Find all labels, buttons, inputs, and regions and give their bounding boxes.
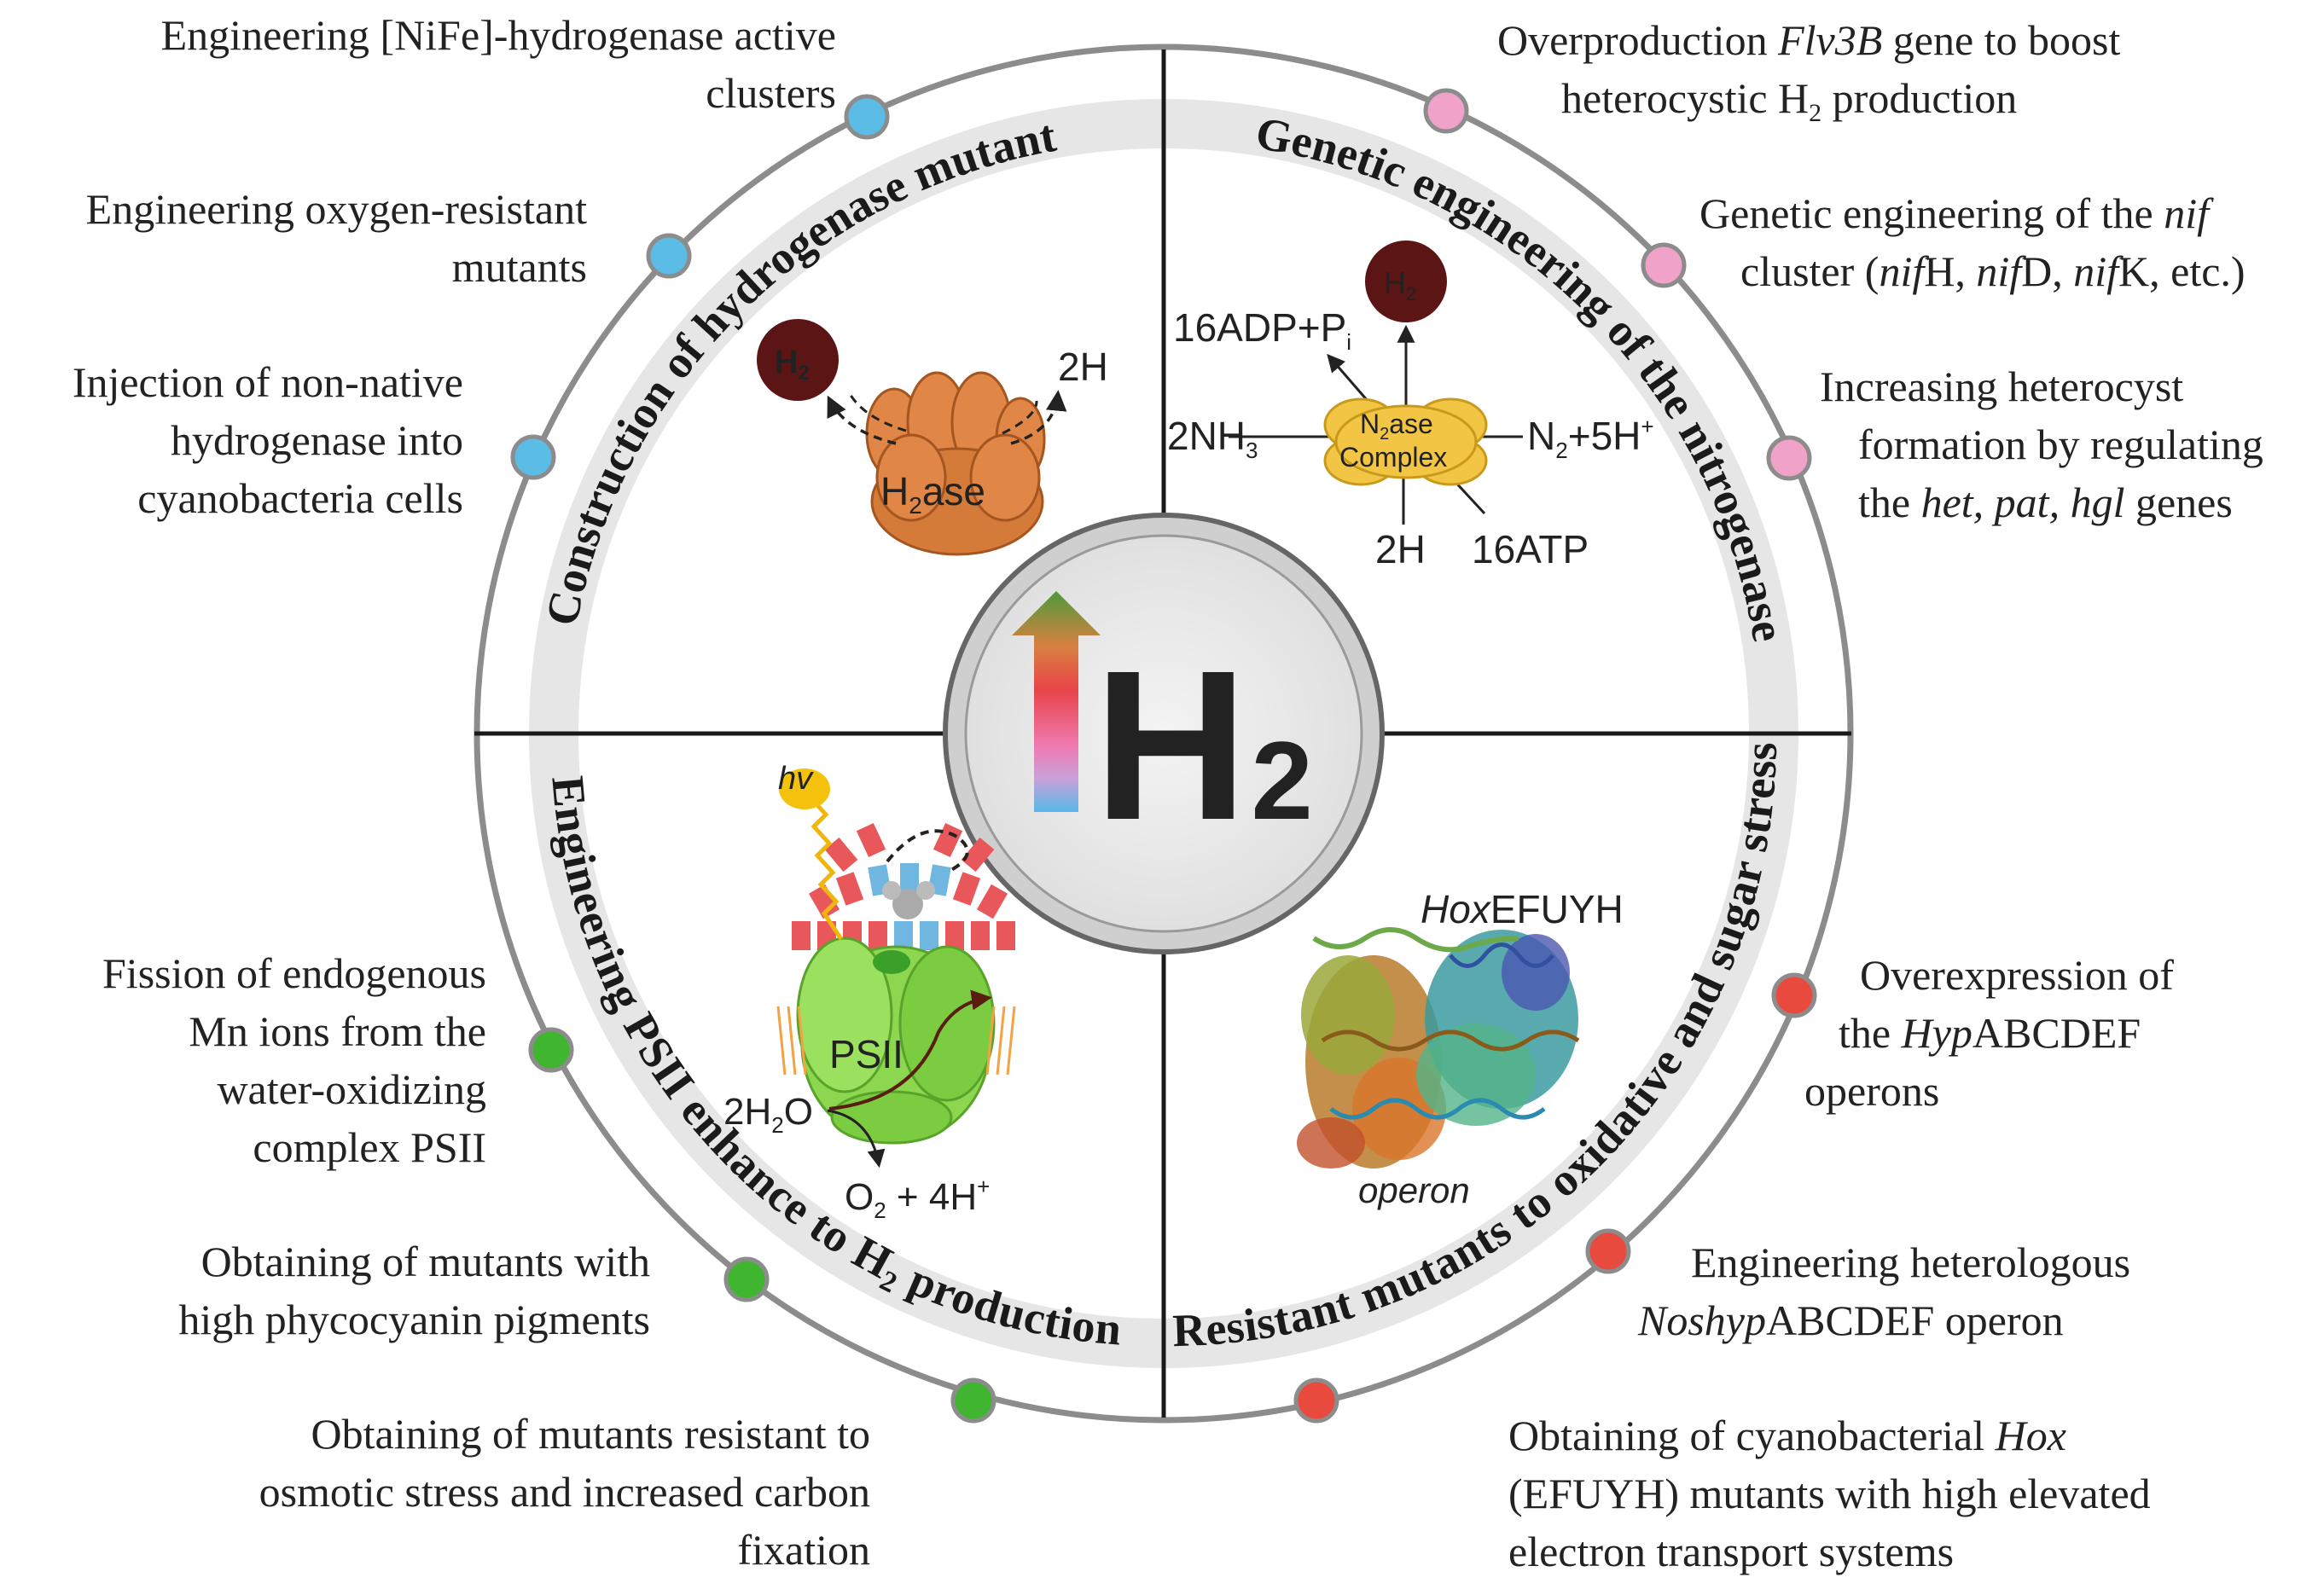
dot-blue-3	[510, 434, 556, 480]
svg-text:(EFUYH) mutants with high elev: (EFUYH) mutants with high elevated	[1508, 1470, 2151, 1517]
svg-text:Fission of endogenous: Fission of endogenous	[102, 949, 486, 997]
arrow-o2-release	[827, 1109, 886, 1169]
h2ase-label: H2ase	[880, 469, 985, 519]
arrow-dashed-to-h2-inner	[847, 391, 907, 432]
center-h2-emblem: H2	[943, 513, 1385, 954]
svg-text:complex PSII: complex PSII	[253, 1123, 486, 1171]
svg-text:electron transport systems: electron transport systems	[1508, 1528, 1954, 1575]
left-annotation-4: Fission of endogenous Mn ions from the w…	[102, 949, 486, 1171]
psii-label: PSII	[829, 1032, 903, 1076]
q4-hox-illustration: HoxEFUYH operon	[1297, 887, 1624, 1210]
svg-text:heterocystic H2 production: heterocystic H2 production	[1561, 74, 2017, 127]
hox-efuyh-label: HoxEFUYH	[1421, 887, 1624, 931]
svg-text:mutants: mutants	[452, 243, 587, 291]
svg-text:cyanobacteria cells: cyanobacteria cells	[137, 474, 463, 522]
arrow-dashed-from-2h	[1010, 390, 1067, 445]
h2-ball-icon	[757, 319, 839, 401]
svg-text:Obtaining of mutants with: Obtaining of mutants with	[201, 1238, 650, 1285]
right-annotation-1: Overproduction Flv3B gene to boost heter…	[1497, 16, 2120, 127]
dot-red-2	[1585, 1228, 1631, 1274]
svg-text:Obtaining of cyanobacterial Ho: Obtaining of cyanobacterial Hox	[1508, 1412, 2066, 1459]
label-n2-5h: N2+5H+	[1527, 414, 1654, 463]
psii-protein-icon	[796, 937, 996, 1145]
svg-text:Mn ions from the: Mn ions from the	[189, 1007, 486, 1055]
dot-red-1	[1771, 972, 1817, 1018]
light-wave	[809, 796, 844, 941]
svg-text:cluster (nifH, nifD, nifK, etc: cluster (nifH, nifD, nifK, etc.)	[1740, 247, 2246, 295]
svg-text:clusters: clusters	[706, 69, 836, 117]
right-annotation-5: Engineering heterologous NoshypABCDEF op…	[1637, 1238, 2130, 1344]
h2-ball-icon	[1365, 241, 1447, 322]
label-16atp: 16ATP	[1472, 527, 1589, 571]
complex-label: Complex	[1339, 442, 1447, 473]
label-2h2o: 2H2O	[723, 1091, 813, 1138]
dot-pink-2	[1641, 242, 1687, 288]
label-2nh3: 2NH3	[1167, 414, 1258, 463]
h2-ball-label: H2	[1384, 265, 1416, 304]
label-o2-4h: O2 + 4H+	[845, 1174, 990, 1223]
svg-text:water-oxidizing: water-oxidizing	[217, 1065, 486, 1113]
label-16adp: 16ADP+Pi	[1173, 305, 1351, 355]
arrow-water-oxidation	[828, 989, 992, 1111]
svg-text:Genetic engineering of the nif: Genetic engineering of the nif	[1699, 189, 2214, 237]
arrow-dashed-to-h2	[827, 395, 897, 445]
hox-protein-structure-icon	[1297, 927, 1580, 1169]
right-annotation-3: Increasing heterocyst formation by regul…	[1820, 362, 2263, 526]
svg-text:NoshypABCDEF operon: NoshypABCDEF operon	[1637, 1296, 2064, 1344]
svg-text:hydrogenase into: hydrogenase into	[171, 416, 463, 464]
svg-text:formation by regulating: formation by regulating	[1858, 420, 2263, 468]
dot-pink-3	[1766, 435, 1812, 481]
q2-nitrogenase-illustration: N2ase Complex H2 16ADP+Pi 2NH3 N2+5H+ 2H…	[1167, 241, 1654, 571]
q3-psii-illustration: hv PSII 2H2O O2 + 4H+	[723, 761, 1016, 1223]
label-2h-out: 2H	[1058, 345, 1108, 389]
left-annotation-6: Obtaining of mutants resistant to osmoti…	[259, 1410, 870, 1574]
dot-pink-1	[1423, 88, 1469, 134]
n2ase-label: N2ase	[1360, 409, 1433, 444]
right-annotation-6: Obtaining of cyanobacterial Hox (EFUYH) …	[1508, 1412, 2151, 1575]
label-2h-in: 2H	[1375, 527, 1426, 571]
dot-green-1	[528, 1027, 574, 1073]
left-annotation-3: Injection of non-native hydrogenase into…	[73, 358, 463, 522]
svg-text:the het, pat, hgl genes: the het, pat, hgl genes	[1858, 478, 2233, 526]
arrow-dashed-from-2h-inner	[1002, 400, 1038, 435]
svg-text:Injection of non-native: Injection of non-native	[73, 358, 463, 406]
left-annotation-1: Engineering [NiFe]-hydrogenase active cl…	[161, 11, 836, 117]
svg-text:osmotic stress and increased c: osmotic stress and increased carbon	[259, 1468, 870, 1516]
right-annotation-4: Overexpression of the HypABCDEF operons	[1804, 951, 2174, 1115]
svg-text:operons: operons	[1804, 1067, 1939, 1115]
gradient-up-arrow	[1012, 591, 1101, 812]
svg-text:the HypABCDEF: the HypABCDEF	[1839, 1009, 2141, 1057]
center-h2-label: H2	[1094, 626, 1313, 864]
operon-label: operon	[1358, 1170, 1470, 1210]
svg-text:Overexpression of: Overexpression of	[1860, 951, 2174, 999]
hv-label: hv	[778, 761, 814, 797]
svg-text:Overproduction Flv3B gene to b: Overproduction Flv3B gene to boost	[1497, 16, 2120, 64]
hv-photon-icon	[779, 768, 830, 809]
h2-ball-label: H2	[775, 345, 810, 385]
right-annotation-2: Genetic engineering of the nif cluster (…	[1699, 189, 2246, 295]
dot-blue-1	[844, 94, 890, 140]
dot-blue-2	[646, 233, 692, 279]
left-annotation-2: Engineering oxygen-resistant mutants	[86, 185, 587, 291]
svg-text:fixation: fixation	[737, 1526, 870, 1574]
n2ase-complex-icon	[1323, 397, 1488, 486]
dot-green-2	[723, 1256, 770, 1302]
svg-text:high phycocyanin pigments: high phycocyanin pigments	[178, 1296, 650, 1343]
left-annotation-5: Obtaining of mutants with high phycocyan…	[178, 1238, 650, 1343]
svg-text:Increasing heterocyst: Increasing heterocyst	[1820, 362, 2183, 410]
svg-text:Engineering [NiFe]-hydrogenase: Engineering [NiFe]-hydrogenase active	[161, 11, 836, 59]
electron-path-dashed	[886, 829, 969, 872]
svg-text:Engineering heterologous: Engineering heterologous	[1691, 1238, 2130, 1286]
svg-text:Engineering oxygen-resistant: Engineering oxygen-resistant	[86, 185, 587, 233]
dot-green-3	[950, 1377, 996, 1424]
antenna-pigments	[792, 822, 1015, 950]
membrane-ticks	[776, 1006, 1016, 1076]
q1-hydrogenase-illustration: H2ase H2 2H	[757, 319, 1108, 556]
h2ase-enzyme-icon	[865, 371, 1046, 556]
dot-red-3	[1293, 1377, 1339, 1424]
svg-text:Obtaining of mutants resistant: Obtaining of mutants resistant to	[311, 1410, 870, 1458]
